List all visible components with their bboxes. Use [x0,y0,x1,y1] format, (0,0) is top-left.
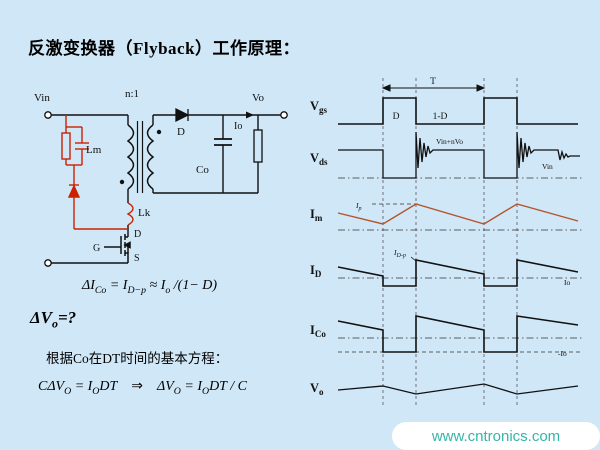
period-label: T [430,77,436,87]
winding-polarity-dots [119,129,162,185]
transformer [126,121,155,193]
id-trace [337,259,579,287]
derivation-intro-text: 根据Co在DT时间的基本方程： [46,351,229,366]
time-gridlines [382,78,518,406]
period-dimension [381,84,486,92]
lk-label: Lk [138,207,151,219]
gate-label: G [93,243,100,254]
vo-axis-label: Vo [310,381,324,397]
idp-annotation: ID-p [393,248,406,259]
leakage-inductor [126,202,134,226]
lm-label: Lm [86,144,102,156]
clamp-resistor [61,132,71,160]
vo-label: Vo [252,92,265,104]
waveform-panel: T D 1-D Vgs Vds Im ID ICo Vo Vin+nVo [310,77,583,406]
duty-off-label: 1-D [433,112,448,122]
im-trace [337,203,579,225]
io-annotation: Io [564,278,570,287]
turns-ratio-label: n:1 [125,88,139,100]
reference-lines [338,177,583,339]
page-title: 反激变换器（Flyback）工作原理： [28,39,301,58]
neg-io-annotation: -Io [558,349,567,358]
ico-axis-label: ICo [310,323,326,339]
source-label: S [134,253,140,264]
vds-trace [338,131,580,179]
ip-annotation: Ip [355,201,362,212]
rcd-clamp-snubber [61,115,134,230]
io-label: Io [234,121,242,132]
im-axis-label: Im [310,207,323,223]
load-resistor [253,129,263,163]
output-cap-and-load [214,129,263,163]
vds-axis-label: Vds [310,151,328,167]
ico-trace [337,315,579,353]
derivation-equation: CΔVO = IODT⇒ΔVO = IODT / C [38,379,247,397]
clamp-diode [67,184,81,198]
drain-label: D [134,229,141,240]
circuit-wires [51,114,281,264]
mosfet [104,234,131,263]
idp-pointer-line [410,256,417,262]
terminal-circles [44,111,288,267]
co-label: Co [196,164,209,176]
output-current-arrow [246,111,254,119]
ripple-current-equation: ΔICo = ID−p ≈ Io /(1− D) [82,278,218,296]
diode-label: D [177,126,185,138]
id-axis-label: ID [310,263,322,279]
watermark-badge: www.cntronics.com [392,422,600,450]
vin-label: Vin [34,92,50,104]
delta-vo-question: ΔVo=? [30,308,77,331]
vo-trace [337,383,579,395]
implies-arrow-icon: ⇒ [131,379,144,394]
vin-annotation: Vin [542,162,553,171]
duty-on-label: D [393,112,400,122]
vin-plus-nvo-annotation: Vin+nVo [436,137,463,146]
vgs-trace [338,97,578,125]
secondary-diode [175,107,190,123]
vgs-axis-label: Vgs [310,99,328,115]
flyback-circuit-diagram: Vin n:1 Lm Lk D Vo Io Co G D S [34,88,288,267]
watermark-text: www.cntronics.com [431,427,561,445]
